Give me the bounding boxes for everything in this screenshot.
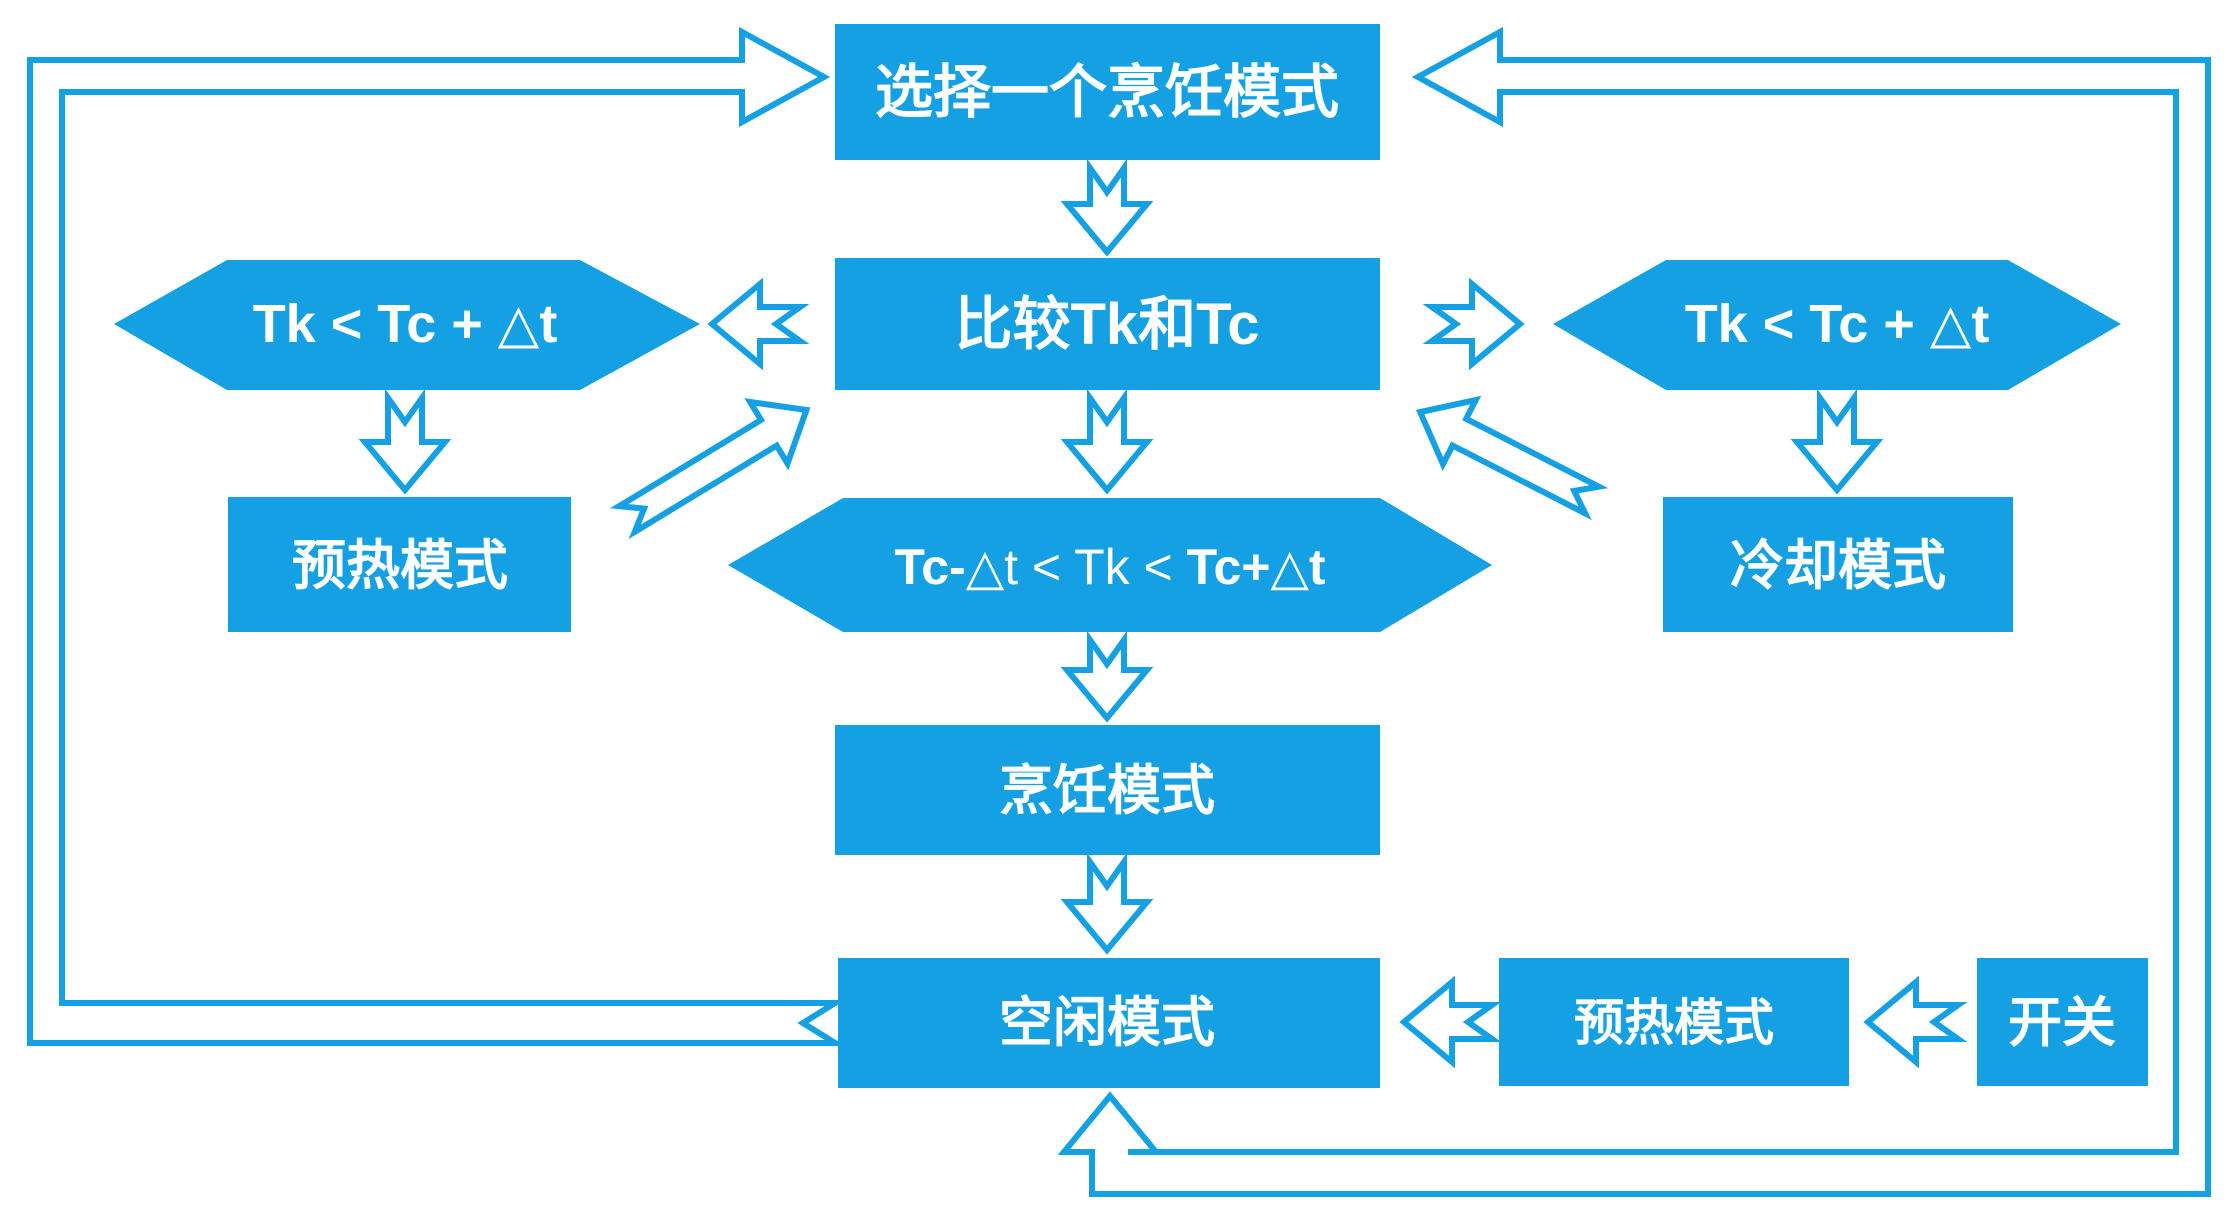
- idle-label: 空闲模式: [999, 993, 1215, 1053]
- hex-center-condition: [728, 498, 1492, 632]
- node-idle: [838, 958, 1380, 1088]
- node-switch: [1977, 958, 2148, 1086]
- node-select-mode: [835, 24, 1380, 160]
- right-condition-label: Tk < Tc + △t: [1685, 294, 1990, 354]
- compare-label: 比较Tk和Tc: [954, 292, 1259, 357]
- arrow-cooking-to-idle: [1060, 852, 1154, 955]
- node-cooling: [1663, 497, 2013, 632]
- arrow-cooling-to-compare-diagonal: [1415, 395, 1609, 521]
- arrow-compare-to-right-hex: [1422, 277, 1525, 371]
- node-preheat-left: [228, 497, 571, 632]
- preheat-bottom-label: 预热模式: [1574, 995, 1774, 1051]
- center-condition-part2: △t < Tk <: [966, 539, 1187, 595]
- arrow-center-hex-to-cooking: [1060, 630, 1154, 723]
- hex-right-condition: [1553, 260, 2121, 390]
- arrow-select-to-compare: [1060, 158, 1154, 257]
- switch-label: 开关: [2008, 993, 2116, 1053]
- cooking-label: 烹饪模式: [999, 761, 1215, 821]
- arrow-switch-to-preheat-bottom: [1863, 975, 1968, 1069]
- arrow-left-hex-to-preheat: [358, 388, 452, 495]
- arrow-compare-to-left-hex: [707, 277, 810, 371]
- left-condition-label: Tk < Tc + △t: [253, 294, 558, 354]
- loop-idle-to-select-arrow: [27, 26, 846, 1046]
- arrow-preheat-bottom-to-idle: [1399, 975, 1502, 1069]
- loop-right-feedback-arrow: [1057, 26, 2211, 1197]
- select-mode-label: 选择一个烹饪模式: [875, 60, 1339, 125]
- center-condition-part3: Tc+△t: [1187, 539, 1326, 595]
- arrow-right-hex-to-cooling: [1790, 388, 1884, 495]
- preheat-left-label: 预热模式: [292, 536, 508, 596]
- cooling-label: 冷却模式: [1730, 536, 1946, 596]
- hex-left-condition: [114, 260, 700, 390]
- arrow-compare-to-center-hex: [1060, 388, 1154, 495]
- center-condition-part1: Tc-: [894, 539, 965, 595]
- node-cooking: [835, 725, 1380, 855]
- node-compare: [835, 258, 1380, 390]
- node-preheat-bottom: [1499, 958, 1849, 1086]
- arrow-preheat-to-compare-diagonal: [609, 398, 811, 540]
- center-condition-label: Tc-△t < Tk < Tc+△t: [894, 539, 1326, 595]
